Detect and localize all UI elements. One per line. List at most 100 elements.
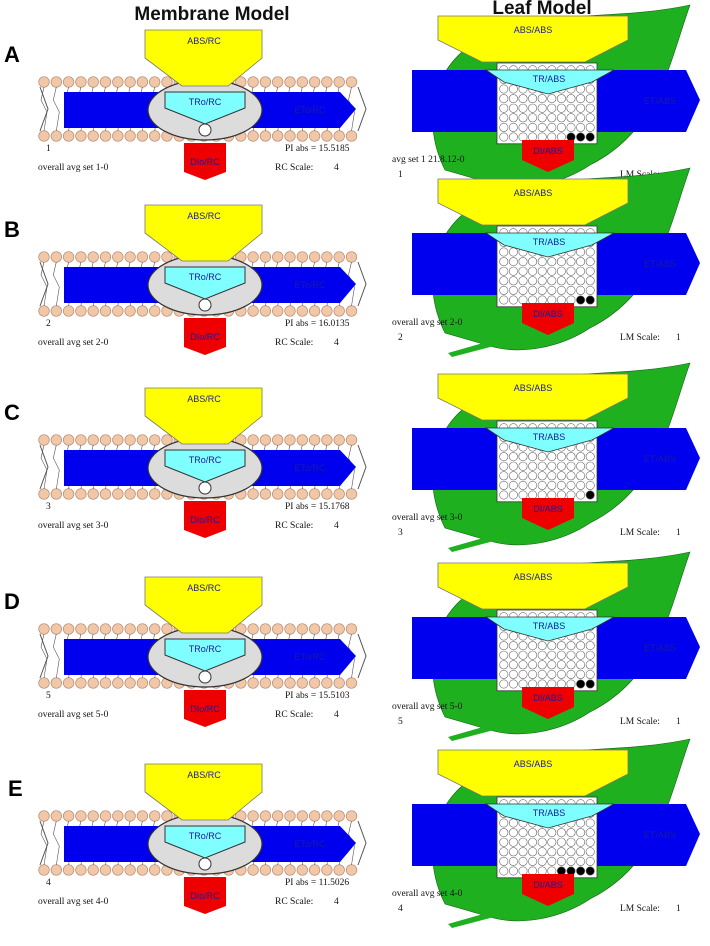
lipid-head-top [75, 810, 87, 822]
active-rc-circle [508, 847, 518, 857]
pi-abs-value: PI abs = 15.5103 [285, 691, 350, 701]
active-rc-circle [537, 856, 547, 866]
lipid-head-top [50, 76, 62, 88]
active-rc-circle [508, 132, 518, 142]
active-rc-circle [547, 847, 557, 857]
lipid-head-top [124, 251, 136, 263]
lipid-head-top [308, 810, 321, 822]
active-rc-circle [518, 669, 528, 679]
di-abs-label: DI/ABS [533, 504, 563, 514]
leaf-stem [448, 536, 494, 552]
lm-scale-label: LM Scale: [620, 528, 660, 538]
lipid-head-top [296, 251, 308, 263]
lipid-head-bottom [99, 130, 112, 142]
membrane-edge-right [357, 820, 367, 866]
inactive-rc-circle [585, 866, 595, 876]
lm-scale-value: 1 [676, 528, 681, 538]
lipid-head-top [272, 623, 284, 635]
active-rc-circle [528, 669, 538, 679]
lipid-head-bottom [345, 677, 358, 689]
lipid-head-top [308, 251, 321, 263]
active-rc-circle [556, 452, 566, 462]
lm-scale-value: 1 [676, 904, 681, 914]
lipid-head-bottom [87, 677, 99, 689]
lipid-head-bottom [333, 864, 345, 876]
tr-abs-label: TR/ABS [533, 621, 566, 631]
active-rc-circle [499, 442, 509, 452]
active-rc-circle [528, 103, 538, 113]
active-rc-circle [528, 266, 538, 276]
active-rc-circle [537, 866, 547, 876]
active-rc-circle [576, 490, 586, 500]
active-rc-circle [508, 266, 518, 276]
set-number: 3 [46, 502, 51, 512]
lipid-head-top [38, 623, 50, 635]
panel-letter: C [4, 400, 20, 425]
lipid-head-bottom [284, 130, 296, 142]
lipid-head-bottom [62, 305, 75, 317]
active-rc-circle [537, 669, 547, 679]
active-rc-circle [508, 631, 518, 641]
active-rc-circle [508, 461, 518, 471]
inactive-rc-circle [566, 132, 576, 142]
active-rc-circle [585, 452, 595, 462]
active-rc-circle [508, 295, 518, 305]
active-rc-circle [528, 295, 538, 305]
abs-rc-label: ABS/RC [187, 36, 221, 46]
active-rc-circle [537, 679, 547, 689]
lipid-head-top [247, 76, 259, 88]
di-abs-arrow [522, 303, 574, 335]
active-rc-circle [566, 828, 576, 838]
lipid-head-top [136, 251, 149, 263]
abs-abs-funnel [437, 749, 629, 797]
active-rc-circle [547, 266, 557, 276]
active-rc-circle [518, 837, 528, 847]
lipid-head-bottom [272, 130, 284, 142]
eto-rc-label: ETo/RC [294, 652, 326, 662]
active-rc-circle [528, 660, 538, 670]
active-rc-circle [528, 866, 538, 876]
active-rc-circle [508, 828, 518, 838]
lipid-head-bottom [333, 305, 345, 317]
active-rc-circle [499, 866, 509, 876]
active-rc-circle [556, 641, 566, 651]
abs-rc-label: ABS/RC [187, 583, 221, 593]
abs-rc-funnel [144, 204, 263, 262]
active-rc-circle [518, 452, 528, 462]
active-rc-circle [566, 461, 576, 471]
active-rc-circle [576, 837, 586, 847]
active-rc-circle [508, 122, 518, 132]
lipid-head-top [75, 623, 87, 635]
lipid-head-top [112, 434, 124, 446]
leaf-set-number: 5 [398, 717, 403, 727]
lipid-head-bottom [87, 488, 99, 500]
active-rc-circle [537, 461, 547, 471]
active-rc-circle [585, 847, 595, 857]
active-rc-circle [556, 461, 566, 471]
rc-scale-value: 4 [334, 897, 339, 907]
lipid-head-top [136, 810, 149, 822]
active-rc-circle [576, 660, 586, 670]
lipid-head-bottom [87, 864, 99, 876]
active-rc-circle [537, 847, 547, 857]
active-rc-circle [528, 856, 538, 866]
lipid-head-top [87, 434, 99, 446]
lipid-head-top [259, 623, 272, 635]
active-rc-circle [508, 113, 518, 123]
lipid-head-bottom [272, 305, 284, 317]
active-rc-circle [499, 295, 509, 305]
lipid-head-top [321, 76, 333, 88]
lipid-head-top [333, 76, 345, 88]
active-rc-circle [547, 94, 557, 104]
active-rc-circle [556, 856, 566, 866]
lipid-head-top [247, 810, 259, 822]
di-abs-label: DI/ABS [533, 693, 563, 703]
active-rc-circle [576, 257, 586, 267]
active-rc-circle [585, 818, 595, 828]
abs-rc-funnel [144, 576, 263, 634]
qa-circle [198, 670, 212, 684]
lipid-head-bottom [50, 130, 62, 142]
